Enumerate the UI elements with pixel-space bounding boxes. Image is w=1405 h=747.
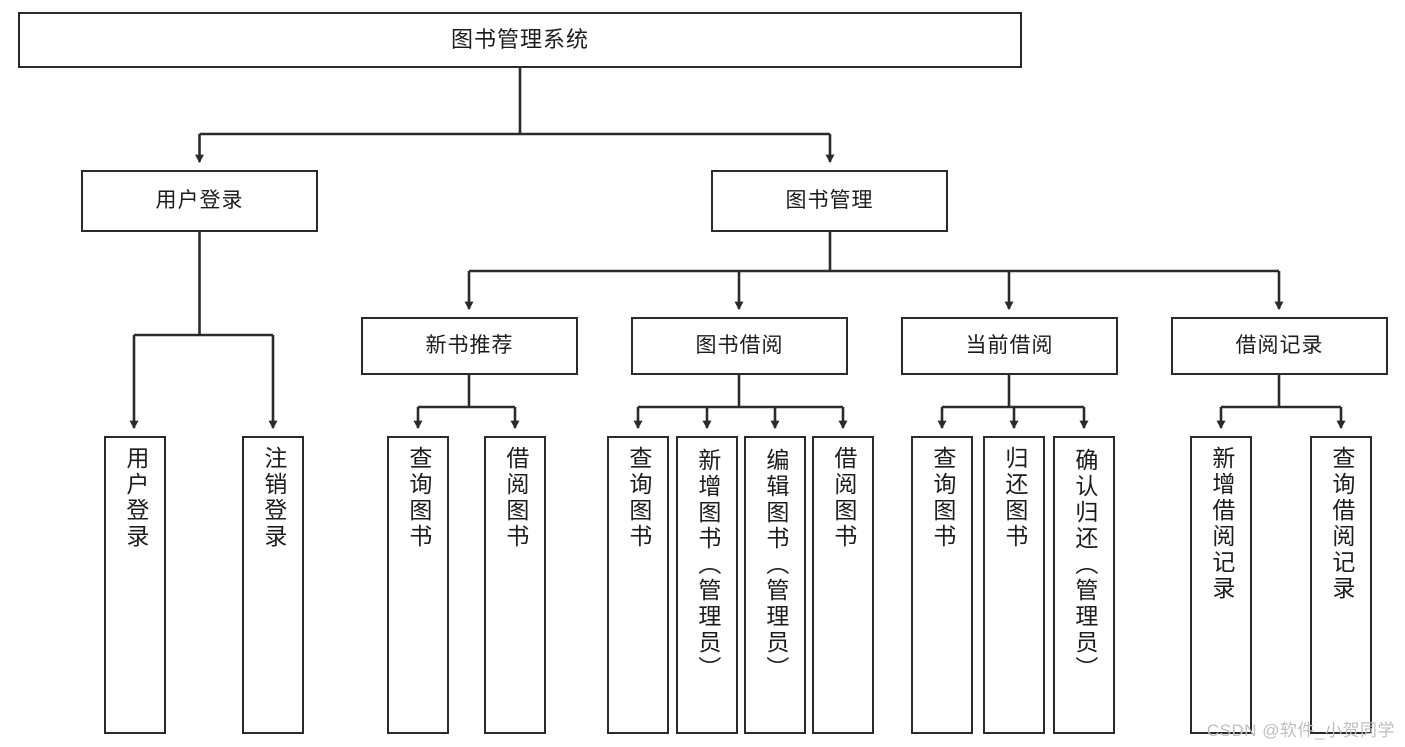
node-book-borrow-label: 图书借阅 [695,334,784,358]
leaf-label: 查询图书 [625,446,652,550]
leaf-node[interactable]: 查询借阅记录 [1310,436,1372,734]
node-user-login-label: 用户登录 [155,189,244,213]
node-book-management-label: 图书管理 [785,189,874,213]
leaf-label: 用户登录 [122,446,149,550]
leaf-node[interactable]: 编辑图书（管理员） [744,436,806,734]
node-current-borrow-label: 当前借阅 [965,334,1054,358]
leaf-node[interactable]: 借阅图书 [812,436,874,734]
leaf-label: 借阅图书 [502,446,529,550]
leaf-label: 注销登录 [260,446,287,550]
leaf-node[interactable]: 查询图书 [607,436,669,734]
node-borrow-records[interactable]: 借阅记录 [1171,317,1388,375]
node-user-login[interactable]: 用户登录 [81,170,318,232]
leaf-label: 新增借阅记录 [1208,446,1235,602]
leaf-node[interactable]: 新增图书（管理员） [676,436,738,734]
leaf-label: 查询图书 [405,446,432,550]
node-new-book-recommend-label: 新书推荐 [425,334,514,358]
leaf-label: 查询借阅记录 [1328,446,1355,602]
leaf-node[interactable]: 借阅图书 [484,436,546,734]
node-new-book-recommend[interactable]: 新书推荐 [361,317,578,375]
leaf-node[interactable]: 查询图书 [387,436,449,734]
leaf-node[interactable]: 新增借阅记录 [1190,436,1252,734]
leaf-label: 确认归还（管理员） [1071,448,1098,682]
leaf-node[interactable]: 用户登录 [104,436,166,734]
node-root[interactable]: 图书管理系统 [18,12,1022,68]
node-book-management[interactable]: 图书管理 [711,170,948,232]
watermark: CSDN @软件_小贺同学 [1206,721,1395,740]
leaf-node[interactable]: 归还图书 [983,436,1045,734]
node-root-label: 图书管理系统 [450,26,589,52]
node-current-borrow[interactable]: 当前借阅 [901,317,1118,375]
node-borrow-records-label: 借阅记录 [1235,334,1324,358]
leaf-label: 查询图书 [929,446,956,550]
leaf-node[interactable]: 确认归还（管理员） [1053,436,1115,734]
leaf-label: 新增图书（管理员） [694,448,721,682]
leaf-node[interactable]: 注销登录 [242,436,304,734]
leaf-node[interactable]: 查询图书 [911,436,973,734]
leaf-label: 借阅图书 [830,446,857,550]
leaf-label: 编辑图书（管理员） [762,448,789,682]
leaf-label: 归还图书 [1001,446,1028,550]
node-book-borrow[interactable]: 图书借阅 [631,317,848,375]
